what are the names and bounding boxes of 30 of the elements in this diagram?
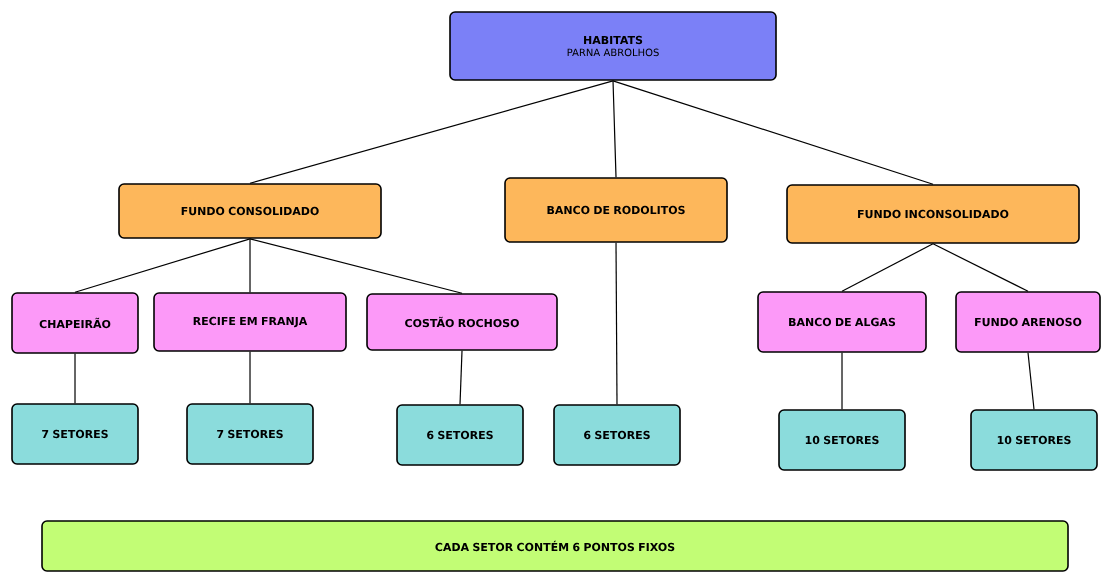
connector-line: [612, 80, 934, 185]
count-box: 6 SETORES: [396, 404, 524, 466]
connector-line: [249, 80, 614, 184]
connector-line: [932, 243, 1029, 292]
connector-line: [615, 242, 618, 405]
habitat-box: RECIFE EM FRANJA: [153, 292, 347, 352]
category-box: FUNDO INCONSOLIDADO: [786, 184, 1080, 244]
connector-line: [459, 350, 463, 405]
habitat-box: BANCO DE ALGAS: [757, 291, 927, 353]
count-box: 6 SETORES: [553, 404, 681, 466]
connector-line: [74, 353, 76, 404]
connector-line: [249, 238, 463, 294]
habitat-box: CHAPEIRÃO: [11, 292, 139, 354]
habitat-box: FUNDO ARENOSO: [955, 291, 1101, 353]
habitat-box: COSTÃO ROCHOSO: [366, 293, 558, 351]
connector-line: [841, 352, 843, 410]
connector-line: [249, 351, 251, 404]
root-box: HABITATS PARNA ABROLHOS: [449, 11, 777, 81]
count-box: 7 SETORES: [11, 403, 139, 465]
category-box: FUNDO CONSOLIDADO: [118, 183, 382, 239]
connector-line: [841, 243, 934, 292]
connector-line: [74, 238, 251, 293]
count-box: 10 SETORES: [970, 409, 1098, 471]
note-box: CADA SETOR CONTÉM 6 PONTOS FIXOS: [41, 520, 1069, 572]
count-box: 7 SETORES: [186, 403, 314, 465]
connector-line: [1027, 352, 1035, 410]
count-box: 10 SETORES: [778, 409, 906, 471]
category-box: BANCO DE RODOLITOS: [504, 177, 728, 243]
connector-line: [249, 238, 251, 293]
connector-line: [612, 80, 617, 178]
